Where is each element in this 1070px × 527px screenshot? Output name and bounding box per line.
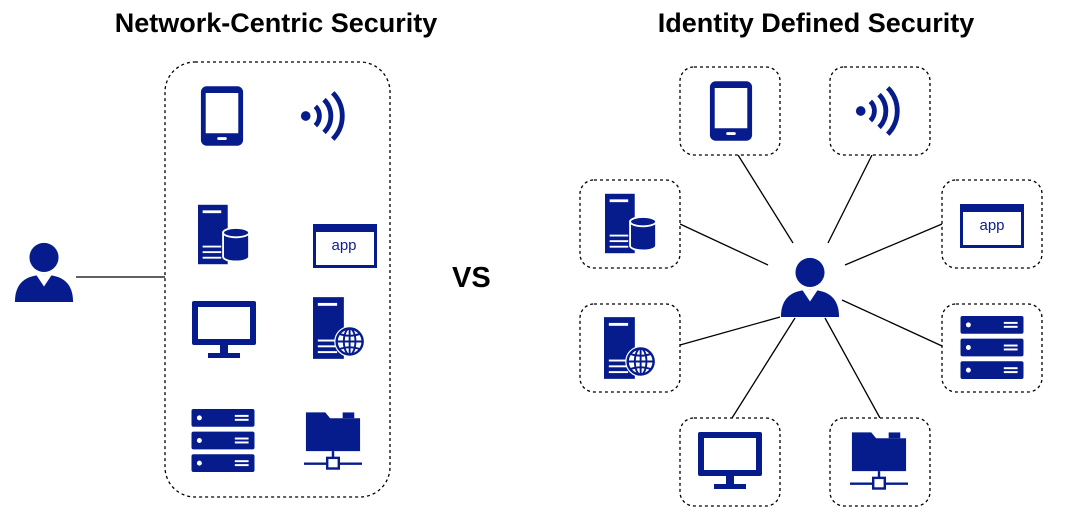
user-icon — [14, 242, 74, 302]
server-rack-icon — [960, 316, 1024, 379]
app-label: app — [979, 217, 1004, 234]
network-folder-icon — [304, 411, 362, 470]
identity-connections — [679, 154, 943, 419]
network-perimeter-box — [164, 61, 391, 498]
wireless-signal-icon — [301, 93, 342, 139]
app-window-icon: app — [313, 224, 377, 268]
mobile-phone-icon — [200, 86, 244, 146]
central-user-icon — [780, 257, 840, 317]
identity-defined-title: Identity Defined Security — [657, 8, 975, 38]
desktop-monitor-icon — [192, 301, 256, 358]
web-server-icon — [313, 296, 367, 360]
server-rack-icon — [191, 409, 255, 472]
database-server-icon — [198, 203, 250, 266]
vs-label: VS — [452, 262, 491, 294]
network-centric-title: Network-Centric Security — [114, 8, 438, 38]
app-label: app — [331, 237, 356, 254]
network-centric-panel: app — [14, 61, 391, 498]
identity-defined-panel: app — [579, 66, 1043, 507]
mobile-phone-icon — [709, 81, 753, 141]
app-window-icon: app — [960, 204, 1024, 248]
